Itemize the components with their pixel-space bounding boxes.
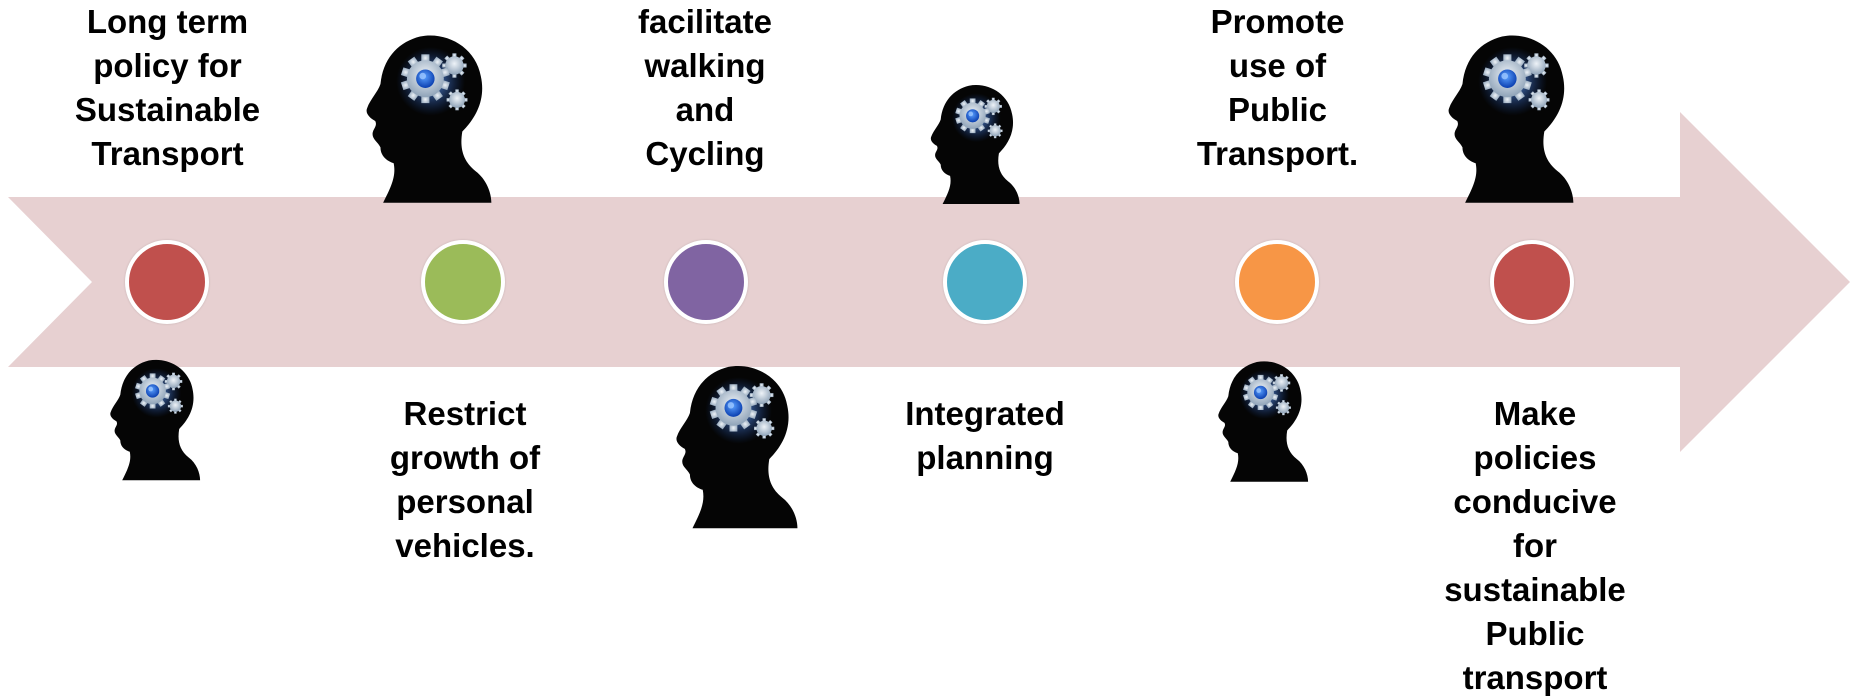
- thinking-head-gears-icon: [1444, 30, 1576, 204]
- step-4-label: Integrated planning: [860, 392, 1110, 480]
- step-2-line-2: growth of: [389, 439, 541, 476]
- step-2-line-4: vehicles.: [395, 527, 535, 564]
- step-3-label: facilitate walking and Cycling: [580, 0, 830, 176]
- step-2-line-3: personal: [396, 483, 534, 520]
- step-4-line-1: Integrated: [905, 395, 1065, 432]
- step-1-line-4: Transport: [91, 135, 244, 172]
- step-5-line-1: Promote: [1210, 3, 1345, 40]
- step-6-line-3: conducive: [1453, 483, 1617, 520]
- step-6-line-7: transport: [1462, 659, 1608, 696]
- step-1-line-2: policy for: [93, 47, 242, 84]
- step-1-marker: [125, 240, 209, 324]
- thinking-head-gears-icon: [672, 358, 800, 532]
- thinking-head-gears-icon: [927, 82, 1022, 204]
- step-2-marker: [421, 240, 505, 324]
- step-6-marker: [1490, 240, 1574, 324]
- thinking-head-gears-icon: [107, 356, 202, 481]
- step-4-marker: [943, 240, 1027, 324]
- step-2-label: Restrict growth of personal vehicles.: [340, 392, 590, 568]
- step-5-label: Promote use of Public Transport.: [1150, 0, 1405, 176]
- step-5-line-2: use of: [1228, 47, 1327, 84]
- step-2-line-1: Restrict: [403, 395, 527, 432]
- step-5-marker: [1235, 240, 1319, 324]
- step-3-line-1: facilitate: [638, 3, 772, 40]
- step-5-line-4: Transport.: [1196, 135, 1359, 172]
- step-3-marker: [664, 240, 748, 324]
- step-6-line-5: sustainable: [1444, 571, 1626, 608]
- step-6-line-2: policies: [1473, 439, 1597, 476]
- step-1-line-3: Sustainable: [74, 91, 261, 128]
- step-3-line-4: Cycling: [645, 135, 765, 172]
- step-6-line-1: Make: [1493, 395, 1577, 432]
- step-3-line-3: and: [675, 91, 735, 128]
- step-5-line-3: Public: [1227, 91, 1328, 128]
- step-1-label: Long term policy for Sustainable Transpo…: [40, 0, 295, 176]
- step-3-line-2: walking: [644, 47, 766, 84]
- thinking-head-gears-icon: [1215, 357, 1310, 483]
- step-4-line-2: planning: [916, 439, 1054, 476]
- step-6-line-4: for: [1513, 527, 1557, 564]
- step-6-label: Make policies conducive for sustainable …: [1410, 392, 1660, 700]
- thinking-head-gears-icon: [362, 30, 494, 204]
- step-1-line-1: Long term: [86, 3, 249, 40]
- step-6-line-6: Public: [1485, 615, 1585, 652]
